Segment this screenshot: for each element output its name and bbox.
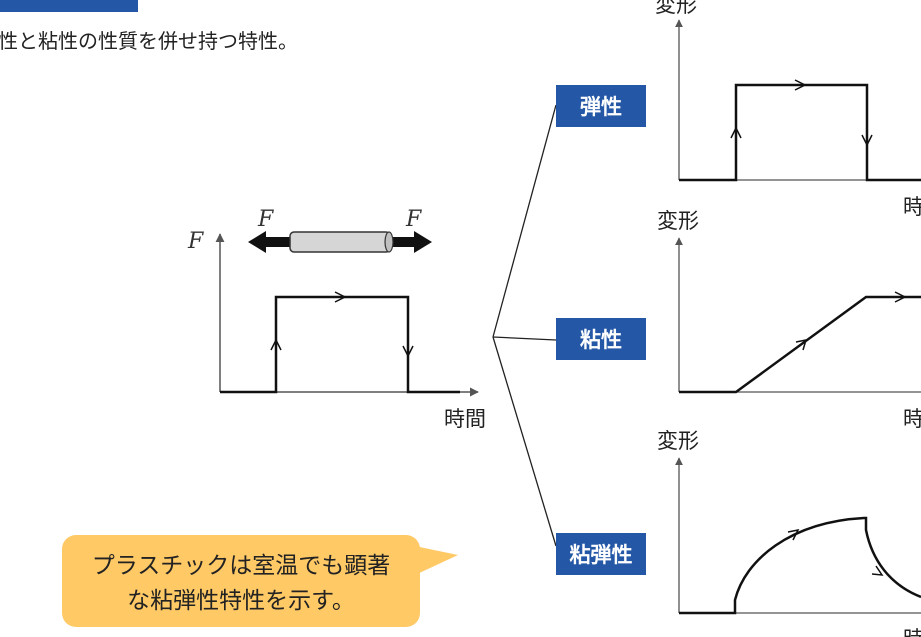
- label-viscous: 粘性: [556, 318, 646, 360]
- viscoelastic-response-graph: 変形 時間: [657, 429, 921, 637]
- callout-note: プラスチックは室温でも顕著 な粘弾性特性を示す。: [62, 535, 458, 627]
- svg-text:変形: 変形: [655, 0, 697, 17]
- force-axis-label: F: [187, 229, 204, 254]
- force-left-label: F: [257, 207, 274, 232]
- label-elastic: 弾性: [556, 85, 646, 127]
- subtitle: 弾性と粘性の性質を併せ持つ特性。: [0, 29, 298, 53]
- label-viscoelastic: 粘弾性: [556, 533, 646, 575]
- svg-text:時間: 時間: [903, 627, 921, 637]
- specimen-under-tension: F F: [248, 207, 432, 253]
- time-axis-label: 時間: [444, 407, 486, 431]
- svg-text:変形: 変形: [657, 429, 699, 453]
- section-title-bar: [0, 0, 138, 12]
- elastic-response-graph: 変形 時間: [655, 0, 921, 219]
- svg-text:変形: 変形: [657, 209, 699, 233]
- svg-text:時間: 時間: [903, 407, 921, 431]
- svg-text:粘弾性: 粘弾性: [570, 543, 633, 567]
- callout-line-1: プラスチックは室温でも顕著: [92, 553, 391, 579]
- callout-line-2: な粘弾性特性を示す。: [127, 588, 355, 614]
- input-force-graph: F 時間 F F: [187, 207, 486, 431]
- force-right-label: F: [405, 207, 422, 232]
- branch-lines: [492, 104, 557, 547]
- svg-text:粘性: 粘性: [580, 328, 622, 352]
- svg-text:時間: 時間: [903, 195, 921, 219]
- left-force-arrow-icon: [248, 231, 292, 253]
- force-pulse: [220, 295, 460, 394]
- right-force-arrow-icon: [388, 231, 432, 253]
- svg-text:弾性: 弾性: [580, 95, 622, 119]
- viscous-response-graph: 変形 時間: [657, 209, 921, 431]
- specimen-cylinder: [289, 231, 391, 253]
